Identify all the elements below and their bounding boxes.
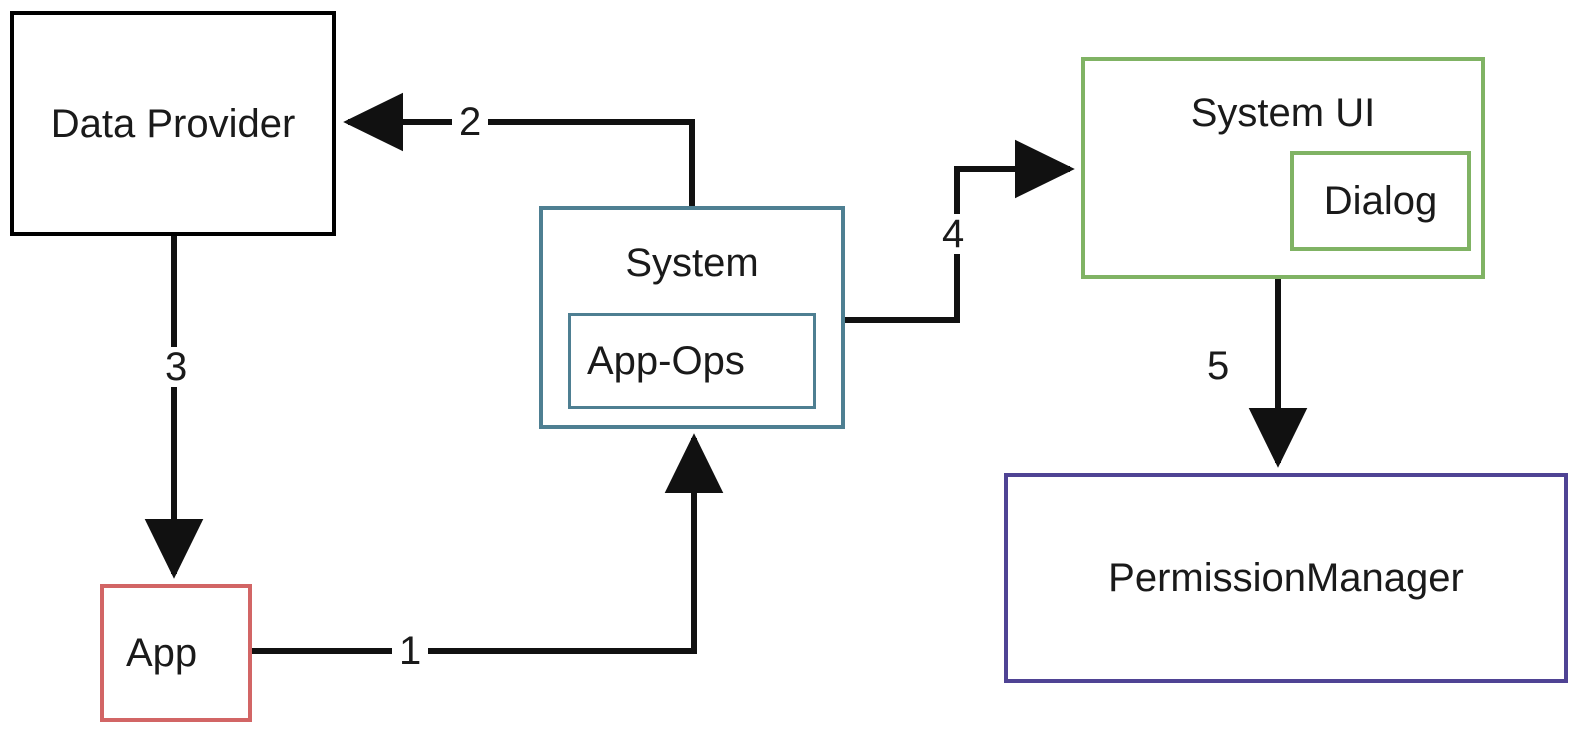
node-app-ops[interactable]: App-Ops	[568, 313, 816, 409]
node-system-ui-label: System UI	[1190, 91, 1376, 135]
edge-1-path	[252, 433, 724, 654]
edge-1-label: 1	[392, 631, 429, 671]
node-app-label: App	[126, 631, 198, 675]
edge-2-path	[343, 92, 695, 206]
edge-5-label: 5	[1200, 346, 1237, 386]
edge-2-label: 2	[452, 102, 489, 142]
node-app[interactable]: App	[100, 584, 252, 722]
node-data-provider[interactable]: Data Provider	[10, 11, 336, 236]
node-permission-manager-label: PermissionManager	[1108, 556, 1464, 600]
node-data-provider-label: Data Provider	[50, 101, 296, 146]
node-dialog-label: Dialog	[1323, 179, 1438, 223]
node-dialog[interactable]: Dialog	[1290, 151, 1471, 251]
edge-3-label: 3	[158, 347, 195, 387]
node-permission-manager[interactable]: PermissionManager	[1004, 473, 1568, 683]
node-system-label: System	[625, 241, 759, 285]
edge-4-label: 4	[935, 214, 972, 254]
node-app-ops-label: App-Ops	[587, 339, 745, 383]
